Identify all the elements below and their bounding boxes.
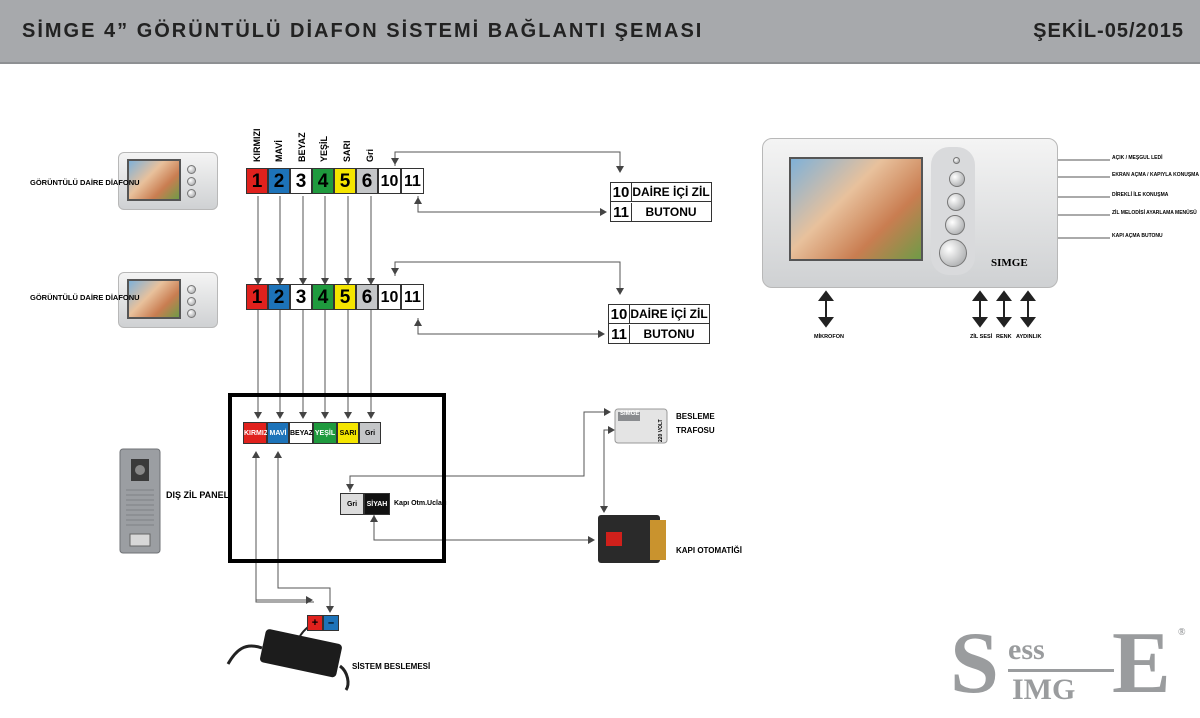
panel-enclosure (228, 393, 446, 563)
terminal-10: 10 (378, 284, 401, 310)
wire-label-blue: MAVİ (274, 140, 284, 162)
terminal-10: 10 (378, 168, 401, 194)
logo-big-e: E (1112, 615, 1171, 712)
logo-registered: ® (1178, 627, 1186, 638)
transformer-case-side: 220 VOLT (658, 419, 664, 442)
terminal-5: 5 (334, 284, 356, 310)
diagram-title: SİMGE 4” GÖRÜNTÜLÜ DİAFON SİSTEMİ BAĞLAN… (22, 20, 704, 42)
power-plus-terminal: + (307, 615, 323, 631)
panel-label: DIŞ ZİL PANELİ (166, 490, 232, 500)
main-indoor-monitor: SIMGE (762, 138, 1058, 288)
panel-terminal-5: SARI (337, 422, 359, 444)
terminal-2: 2 (268, 168, 290, 194)
monitor-label-1: GÖRÜNTÜLÜ DAİRE DİAFONU (30, 178, 140, 187)
panel-terminal-4: YEŞİL (313, 422, 337, 444)
callout-2: EKRAN AÇMA / KAPIYLA KONUŞMA (1112, 172, 1199, 178)
logo-small-top: ess (1008, 633, 1045, 666)
transformer-label-line2: TRAFOSU (676, 426, 715, 435)
terminal-3: 3 (290, 168, 312, 194)
terminal-1: 1 (246, 284, 268, 310)
callout-4: ZİL MELODİSİ AYARLAMA MENÜSÜ (1112, 210, 1197, 216)
panel-terminal-3: BEYAZ (289, 422, 313, 444)
lock-terminal-label: Kapı Otm.Ucları (394, 500, 447, 507)
microphone-label: MİKROFON (814, 334, 844, 340)
terminal-2: 2 (268, 284, 290, 310)
callout-5: KAPI AÇMA BUTONU (1112, 233, 1163, 239)
panel-terminal-6: Gri (359, 422, 381, 444)
terminal-11: 11 (401, 168, 424, 194)
monitor-label-2: GÖRÜNTÜLÜ DAİRE DİAFONU (30, 293, 140, 302)
wire-label-red: KIRMIZI (252, 128, 262, 163)
wire-label-green: YEŞİL (319, 135, 329, 162)
wire-label-grey: Gri (365, 148, 375, 162)
terminal-6: 6 (356, 284, 378, 310)
transformer-case-text: SIMGE (620, 411, 640, 417)
callout-1: AÇIK / MEŞGUL LEDİ (1112, 155, 1163, 161)
brand-logo: S ess IMG E ® (950, 619, 1190, 715)
panel-terminal-1: KIRMIZI (243, 422, 270, 444)
transformer-label-line1: BESLEME (676, 412, 715, 421)
lock-terminal-black: SİYAH (364, 493, 390, 515)
wire-label-yellow: SARI (342, 140, 352, 162)
terminal-4: 4 (312, 168, 334, 194)
wire-label-white: BEYAZ (297, 132, 307, 162)
main-monitor-brand: SIMGE (991, 257, 1028, 269)
color-label: RENK (996, 334, 1012, 340)
transformer (614, 408, 668, 444)
brightness-label: AYDINLIK (1016, 334, 1042, 340)
indoor-monitor-1 (118, 152, 218, 210)
figure-number: ŞEKİL-05/2015 (1033, 20, 1184, 42)
terminal-6: 6 (356, 168, 378, 194)
door-lock (598, 515, 666, 563)
terminal-5: 5 (334, 168, 356, 194)
panel-terminal-2: MAVİ (267, 422, 289, 444)
ring-volume-label: ZİL SESİ (970, 334, 993, 340)
power-supply-label: SİSTEM BESLEMESİ (352, 662, 431, 671)
lock-terminal-grey: Gri (340, 493, 364, 515)
indoor-monitor-2 (118, 272, 218, 328)
power-minus-terminal: – (323, 615, 339, 631)
terminal-3: 3 (290, 284, 312, 310)
terminal-11: 11 (401, 284, 424, 310)
logo-small-bottom: IMG (1012, 673, 1076, 706)
door-station (119, 448, 161, 554)
door-lock-label: KAPI OTOMATİĞİ (676, 546, 742, 555)
logo-big-s: S (950, 615, 999, 712)
callout-3: DİREKLİ İLE KONUŞMA (1112, 192, 1169, 198)
header-bar: SİMGE 4” GÖRÜNTÜLÜ DİAFON SİSTEMİ BAĞLAN… (0, 0, 1200, 64)
terminal-1: 1 (246, 168, 268, 194)
terminal-4: 4 (312, 284, 334, 310)
